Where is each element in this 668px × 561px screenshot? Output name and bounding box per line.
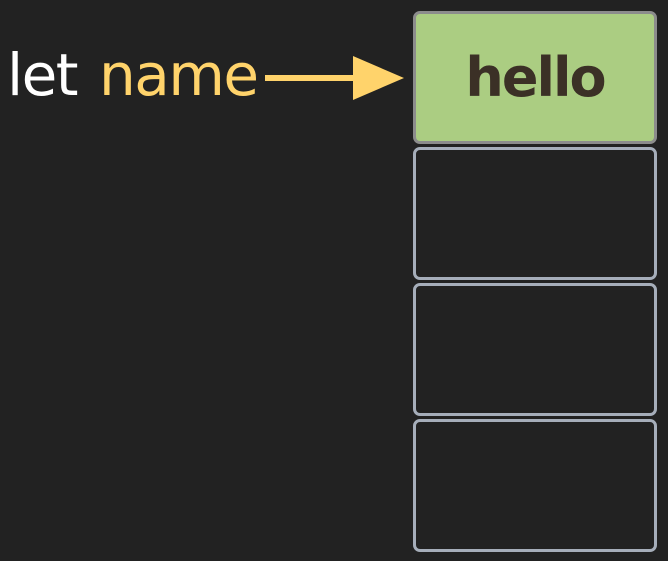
memory-cell-value: hello (465, 45, 606, 109)
memory-cell-1: hello (413, 11, 657, 144)
memory-cell-3 (413, 283, 657, 416)
memory-cell-4 (413, 419, 657, 552)
variable-declaration: let name (7, 40, 259, 110)
arrow-right-icon (265, 56, 404, 100)
variable-name: name (99, 41, 259, 109)
arrow-head (353, 56, 404, 100)
let-keyword: let (7, 41, 79, 109)
memory-cell-2 (413, 147, 657, 280)
